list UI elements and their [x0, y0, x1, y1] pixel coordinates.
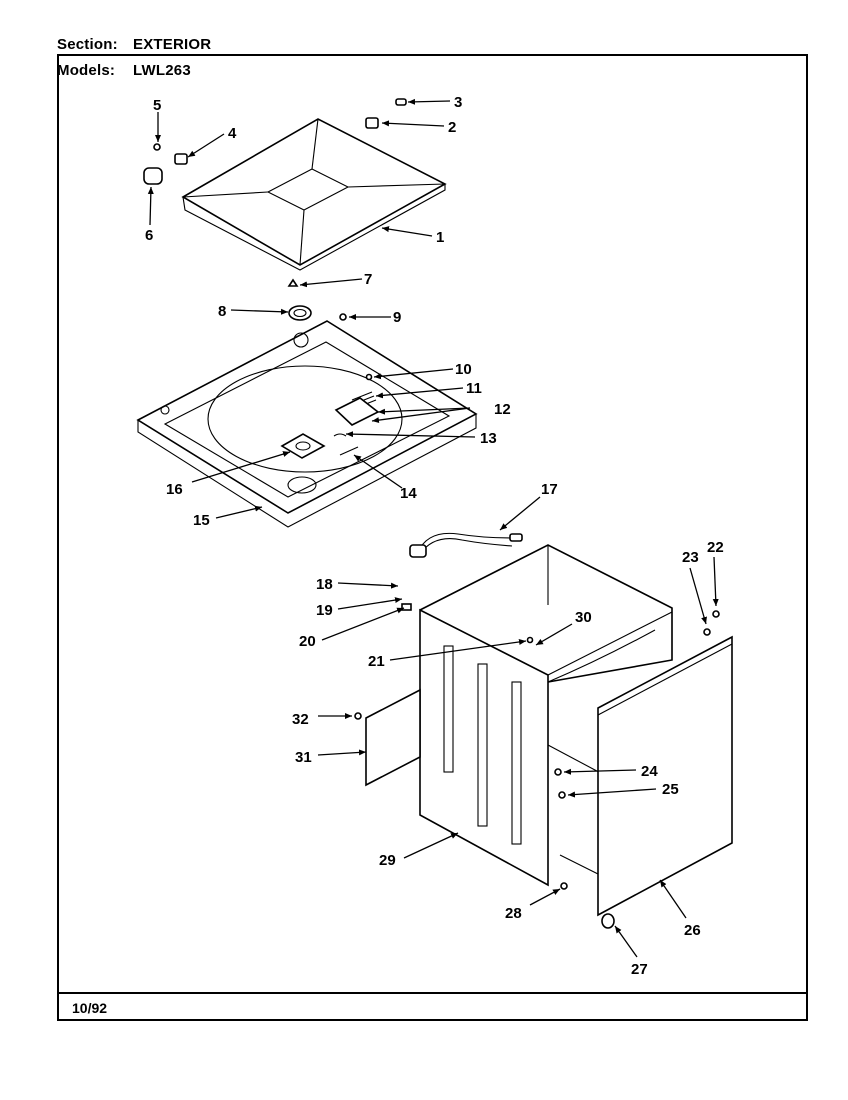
- callout-9: 9: [393, 309, 401, 326]
- footer-divider: [57, 992, 808, 994]
- hinge-parts: [143, 98, 407, 287]
- callout-4: 4: [228, 125, 237, 142]
- footer-date: 10/92: [72, 1000, 108, 1016]
- callout-32: 32: [292, 711, 309, 728]
- top-lid: [181, 118, 447, 271]
- callout-30: 30: [575, 609, 592, 626]
- callout-27: 27: [631, 961, 648, 978]
- callout-28: 28: [505, 905, 522, 922]
- callout-6: 6: [145, 227, 153, 244]
- callout-20: 20: [299, 633, 316, 650]
- screw-28: [560, 882, 568, 890]
- callout-15: 15: [193, 512, 210, 529]
- diagram-frame: [57, 54, 808, 1021]
- models-value: LWL263: [133, 62, 191, 79]
- callout-13: 13: [480, 430, 497, 447]
- callout-24: 24: [641, 763, 658, 780]
- callout-29: 29: [379, 852, 396, 869]
- screw-22: [712, 610, 720, 618]
- callout-25: 25: [662, 781, 679, 798]
- callout-3: 3: [454, 94, 462, 111]
- screw-9: [339, 313, 347, 321]
- callout-5: 5: [153, 97, 161, 114]
- models-header: Models: LWL263: [57, 62, 191, 79]
- callout-31: 31: [295, 749, 312, 766]
- foot-27: [601, 913, 615, 929]
- cabinet: [401, 544, 673, 887]
- grommet: [288, 305, 312, 321]
- callout-2: 2: [448, 119, 456, 136]
- callout-22: 22: [707, 539, 724, 556]
- section-label: Section:: [57, 36, 118, 53]
- callout-18: 18: [316, 576, 333, 593]
- callout-10: 10: [455, 361, 472, 378]
- side-panel: [597, 635, 733, 917]
- screw-32: [354, 712, 362, 720]
- leader-lines: [147, 98, 719, 958]
- models-label: Models:: [57, 62, 116, 79]
- access-panel: [365, 688, 421, 787]
- top-cover: [136, 320, 478, 528]
- callout-14: 14: [400, 485, 417, 502]
- callout-1: 1: [436, 229, 444, 246]
- callout-labels: 1 2 3 4 5 6 7 8 9 10 11 12 13 14 16 15 1…: [145, 94, 724, 978]
- callout-7: 7: [364, 271, 372, 288]
- callout-16: 16: [166, 481, 183, 498]
- callout-23: 23: [682, 549, 699, 566]
- callout-21: 21: [368, 653, 385, 670]
- callout-12: 12: [494, 401, 511, 418]
- section-header: Section: EXTERIOR: [57, 36, 211, 53]
- callout-11: 11: [466, 380, 482, 397]
- callout-26: 26: [684, 922, 701, 939]
- callout-17: 17: [541, 481, 558, 498]
- screw-23: [703, 628, 711, 636]
- section-value: EXTERIOR: [133, 36, 212, 53]
- power-cord: [409, 532, 523, 558]
- callout-8: 8: [218, 303, 226, 320]
- screw-24: [554, 768, 562, 776]
- screw-25: [558, 791, 566, 799]
- callout-19: 19: [316, 602, 333, 619]
